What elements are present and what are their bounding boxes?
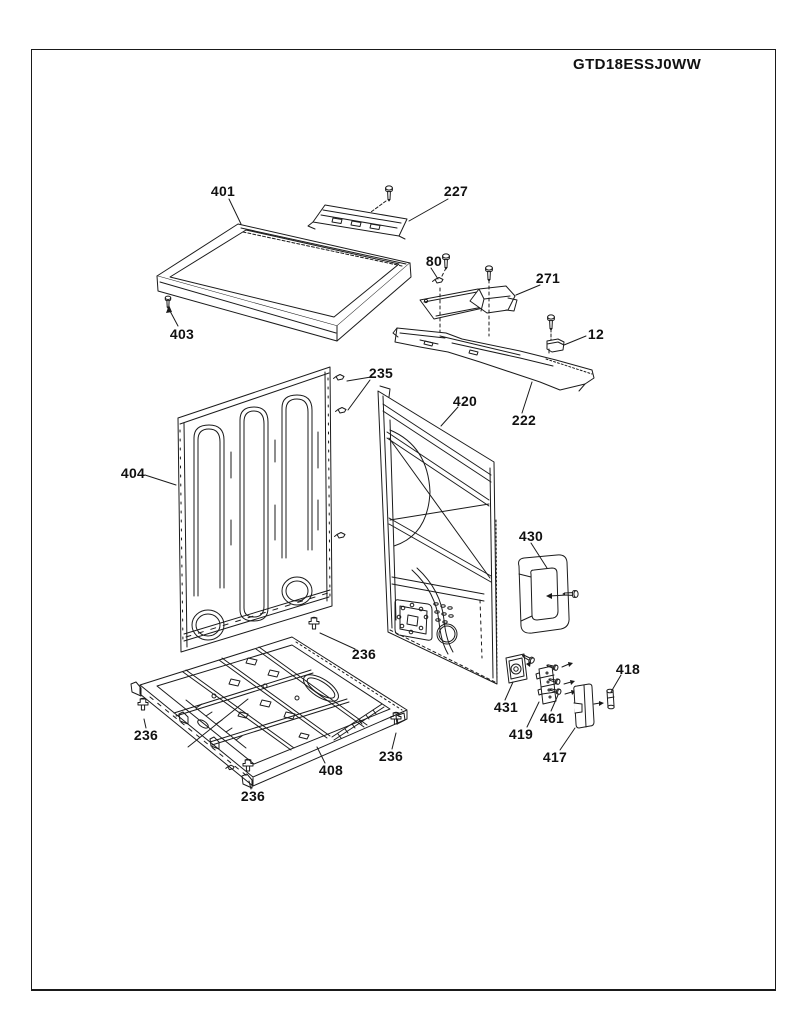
part-label-408: 408	[318, 762, 344, 778]
part-label-419: 419	[508, 726, 534, 742]
part-label-401: 401	[210, 183, 236, 199]
page-border	[31, 49, 776, 991]
part-label-236-right: 236	[378, 748, 404, 764]
part-label-417: 417	[542, 749, 568, 765]
part-label-227: 227	[443, 183, 469, 199]
part-label-222: 222	[511, 412, 537, 428]
access-plate-and-271-bracket	[420, 253, 564, 353]
part-label-235: 235	[368, 365, 394, 381]
part-label-420: 420	[452, 393, 478, 409]
side-wrap-panel-404	[178, 367, 347, 652]
part-label-236-left: 236	[133, 727, 159, 743]
part-label-418: 418	[615, 661, 641, 677]
part-label-236-top-right: 236	[351, 646, 377, 662]
part-label-430: 430	[518, 528, 544, 544]
callout-leader-lines	[144, 199, 621, 789]
part-label-236-bottom: 236	[240, 788, 266, 804]
part-label-404: 404	[120, 465, 146, 481]
part-label-271: 271	[535, 270, 561, 286]
base-pan-408	[131, 616, 407, 788]
part-label-403: 403	[169, 326, 195, 342]
part-label-431: 431	[493, 699, 519, 715]
bracket-227	[308, 185, 407, 239]
rear-panel-420	[378, 386, 497, 684]
duct-430	[519, 555, 579, 633]
part-label-461: 461	[539, 710, 565, 726]
terminal-block-group	[506, 652, 614, 728]
part-label-80: 80	[425, 253, 443, 269]
top-panel-401	[157, 224, 411, 341]
bulkhead-222	[393, 328, 594, 391]
model-number-title: GTD18ESSJ0WW	[573, 56, 702, 73]
part-label-12: 12	[587, 326, 605, 342]
